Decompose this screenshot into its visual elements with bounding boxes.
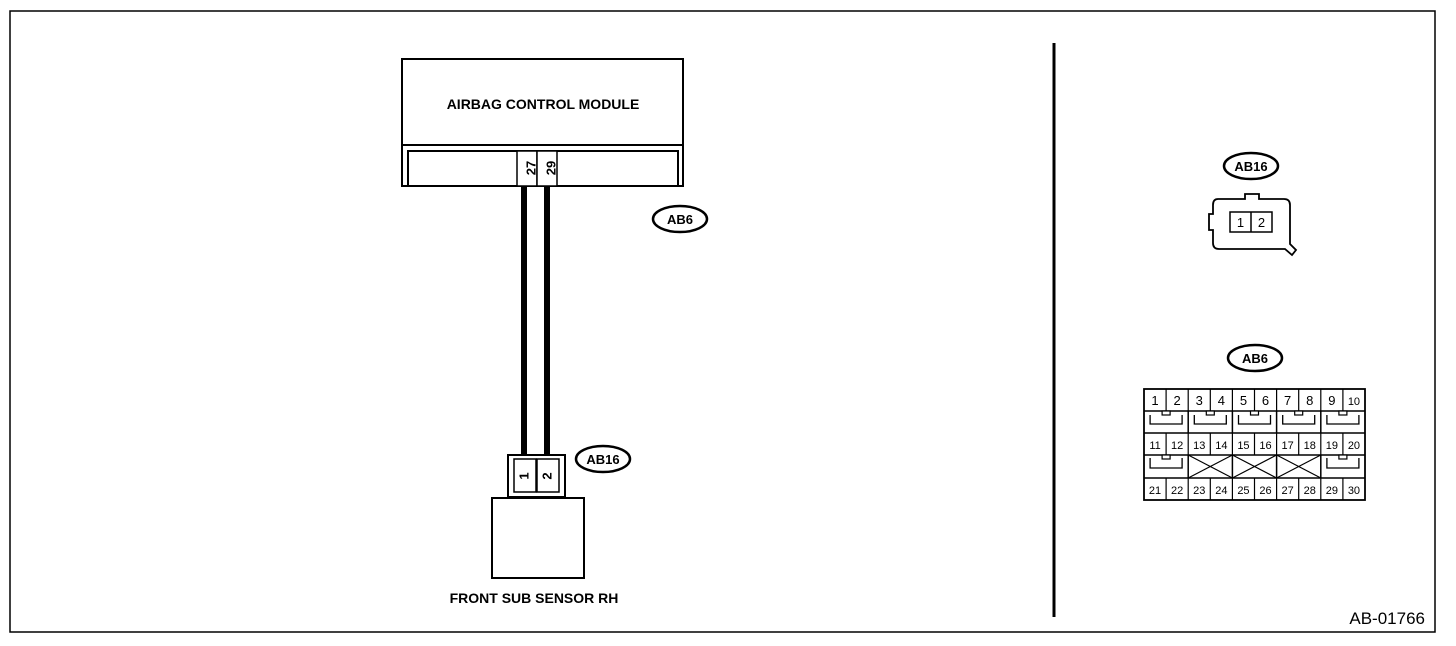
sensor-pin-cell	[536, 458, 560, 493]
ab6-view-pin-27: 27	[1282, 485, 1294, 497]
ab6-view-pin-24: 24	[1215, 485, 1227, 497]
ab6-view-pin-30: 30	[1348, 485, 1360, 497]
ab6-tag-module: AB6	[651, 204, 709, 234]
ab6-latch	[1326, 415, 1360, 425]
module-pin-29: 29	[543, 161, 558, 175]
svg-text:AB6: AB6	[1242, 351, 1268, 366]
ab6-view-pin-4: 4	[1218, 393, 1225, 408]
ab16-view-pin-1: 1	[1237, 215, 1244, 230]
ab16-view-pin-2: 2	[1258, 215, 1265, 230]
module-pin-27: 27	[523, 161, 538, 175]
ab6-view-pin-15: 15	[1237, 440, 1249, 452]
ab16-view-tag	[1222, 151, 1280, 181]
ab6-view-tag	[1226, 343, 1284, 373]
ab6-view-pin-17: 17	[1282, 440, 1294, 452]
ab6-view-pin-5: 5	[1240, 393, 1247, 408]
front-sub-sensor: 1 2 FRONT SUB SENSOR RH	[450, 454, 619, 606]
ab6-latch	[1237, 415, 1272, 425]
ab6-view-pin-23: 23	[1193, 485, 1205, 497]
ab6-view-pin-8: 8	[1306, 393, 1313, 408]
module-label: AIRBAG CONTROL MODULE	[447, 96, 640, 112]
ab6-view-pin-12: 12	[1171, 440, 1183, 452]
harness-wires	[521, 186, 550, 456]
sensor-pin-2: 2	[539, 472, 554, 479]
ab6-view-pin-7: 7	[1284, 393, 1291, 408]
sensor-label: FRONT SUB SENSOR RH	[450, 590, 619, 606]
figure-id: AB-01766	[1349, 609, 1425, 628]
ab6-view-pin-19: 19	[1326, 440, 1338, 452]
ab6-view-pin-11: 11	[1149, 440, 1160, 452]
ab6-view-pin-13: 13	[1193, 440, 1205, 452]
ab6-latch	[1149, 415, 1183, 425]
diagram-frame	[9, 10, 1436, 633]
ab6-view-pin-1: 1	[1151, 393, 1158, 408]
ab6-view-pin-20: 20	[1348, 440, 1360, 452]
ab6-unused-cavity	[1232, 454, 1277, 479]
ab6-latch	[1282, 415, 1316, 425]
ab6-latch	[1193, 415, 1227, 425]
wire-27-to-1	[521, 186, 527, 456]
ab16-tag-sensor: AB16	[574, 444, 632, 474]
ab6-latch	[1326, 458, 1360, 469]
ab6-view-pin-9: 9	[1328, 393, 1335, 408]
ab6-view-pin-10: 10	[1348, 396, 1360, 408]
svg-text:AB16: AB16	[1234, 159, 1267, 174]
sensor-pin-cell	[513, 458, 537, 493]
ab6-view-pin-2: 2	[1174, 393, 1181, 408]
ab6-view-pin-26: 26	[1259, 485, 1271, 497]
ab6-view-pin-29: 29	[1326, 485, 1338, 497]
svg-text:AB6: AB6	[667, 212, 693, 227]
ab6-latch	[1149, 458, 1183, 469]
sensor-body	[491, 497, 585, 579]
ab6-view-pin-25: 25	[1237, 485, 1249, 497]
ab6-view-pin-22: 22	[1171, 485, 1183, 497]
ab6-view-pin-28: 28	[1304, 485, 1316, 497]
wire-29-to-2	[544, 186, 550, 456]
ab16-connector-view: AB16 1 2	[1208, 151, 1298, 257]
ab6-unused-cavity	[1276, 454, 1322, 479]
sensor-pin-1: 1	[516, 472, 531, 479]
ab6-view-pin-21: 21	[1149, 485, 1161, 497]
ab6-view-pin-14: 14	[1215, 440, 1227, 452]
ab6-unused-cavity	[1187, 454, 1233, 479]
ab6-view-pin-16: 16	[1259, 440, 1271, 452]
ab6-view-pin-18: 18	[1304, 440, 1316, 452]
airbag-control-module: AIRBAG CONTROL MODULE 27 29	[401, 58, 684, 187]
ab6-view-pin-3: 3	[1196, 393, 1203, 408]
ab6-view-pin-6: 6	[1262, 393, 1269, 408]
svg-text:AB16: AB16	[586, 452, 619, 467]
